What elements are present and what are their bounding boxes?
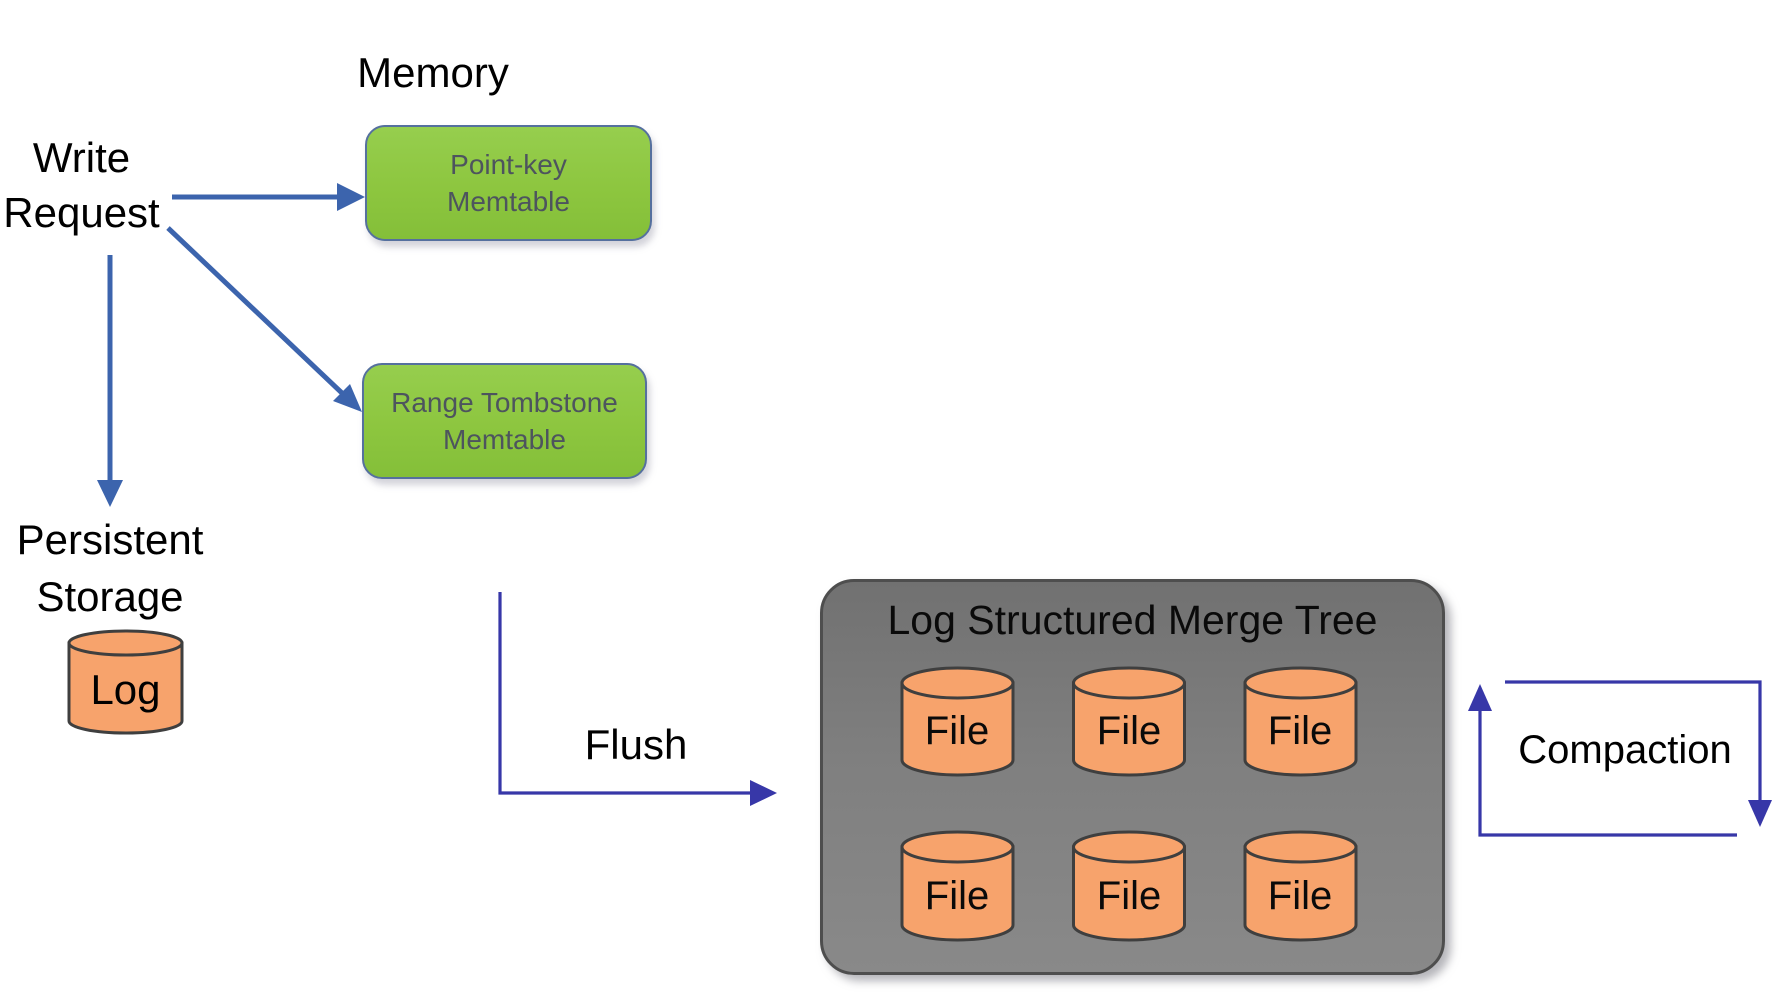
- write-request-label: Write Request: [3, 134, 160, 236]
- write-to-persistent-arrow: [97, 255, 123, 507]
- lsm-box-title: Log Structured Merge Tree: [887, 597, 1378, 643]
- file-label: File: [1096, 874, 1162, 918]
- file-label: File: [1267, 874, 1333, 918]
- write-to-pointkey-arrow: [172, 183, 365, 211]
- file-label: File: [1267, 709, 1333, 753]
- flush-arrow-label: Flush: [584, 721, 688, 768]
- range-tombstone-memtable-label: Range Tombstone Memtable: [391, 387, 618, 455]
- flush-arrow: [498, 592, 777, 806]
- file-label: File: [1096, 709, 1162, 753]
- persistent-storage-label: Persistent Storage: [16, 516, 204, 620]
- range-tombstone-memtable-box: Range Tombstone Memtable: [362, 363, 647, 479]
- point-key-memtable-box: Point-key Memtable: [365, 125, 652, 241]
- compaction-arrow-label: Compaction: [1518, 728, 1732, 772]
- log-cylinder-label: Log: [90, 666, 161, 713]
- memory-section-label: Memory: [357, 49, 509, 96]
- write-to-range-arrow: [166, 226, 362, 412]
- file-label: File: [924, 709, 990, 753]
- point-key-memtable-label: Point-key Memtable: [447, 149, 570, 217]
- file-label: File: [924, 874, 990, 918]
